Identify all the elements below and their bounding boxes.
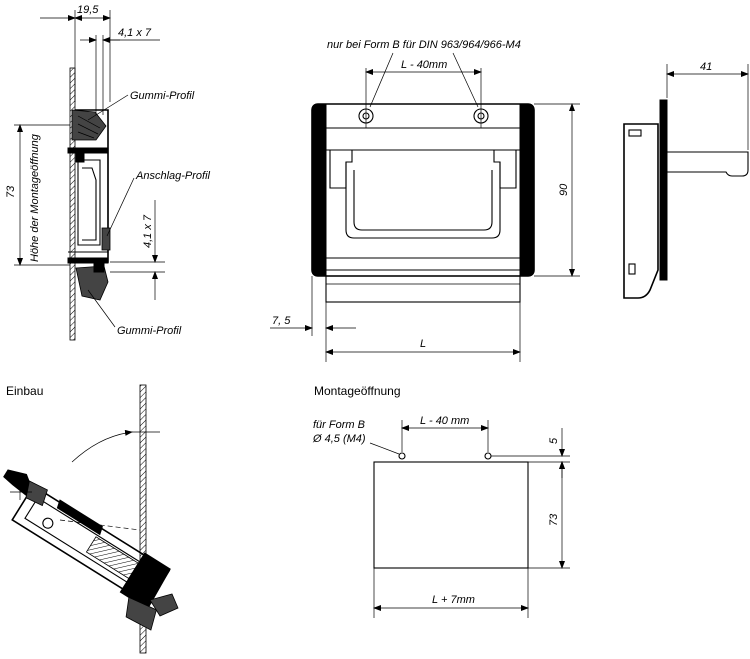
opening-height-label: Höhe der Montageöffnung	[29, 133, 41, 262]
housing-bottom-flange	[67, 257, 109, 264]
dim-height-label: 73	[5, 185, 17, 198]
handle-bow-outer	[345, 162, 501, 239]
rubber-profile-top	[71, 109, 107, 141]
hinge-pin	[75, 151, 85, 163]
dim-hole-offset-label: 5	[548, 437, 560, 444]
cutout-hole-left	[398, 452, 406, 460]
dim-hole-spacing-label: L - 40mm	[401, 59, 447, 71]
dim-profile-side-label: 4,1 x 7	[142, 214, 154, 248]
installation-rubber	[149, 593, 179, 617]
dim-length-label: L	[420, 338, 426, 350]
right-view-handle	[667, 151, 749, 177]
dim-front-height-label: 90	[558, 183, 570, 196]
right-view-body	[623, 123, 659, 299]
leader-rubber-bottom	[87, 289, 116, 328]
form-b-label: für Form B	[313, 419, 365, 431]
mounting-opening-view: Montageöffnung für Form B Ø 4,5 (M4) L -…	[312, 384, 570, 618]
side-section-view: 19,5 4,1 x 7 73 Höhe der Montageöffnung …	[5, 4, 211, 341]
left-end-cap	[311, 103, 327, 277]
handle-left-lug	[329, 150, 353, 189]
right-end-cap	[519, 103, 535, 277]
front-view: nur bei Form B für DIN 963/964/966-M4 L …	[270, 39, 580, 362]
bottom-trim	[325, 275, 521, 303]
installation-wall	[139, 384, 147, 654]
handle-bow-inner	[353, 170, 493, 231]
cutout-rectangle	[373, 461, 529, 569]
rubber-profile-bottom-label: Gummi-Profil	[117, 325, 182, 337]
leader-stop-profile	[106, 177, 135, 237]
leader-rubber-top	[87, 94, 129, 121]
stop-profile	[101, 227, 111, 251]
rubber-profile-top-label: Gummi-Profil	[130, 90, 195, 102]
front-frame	[311, 103, 535, 277]
installation-title: Einbau	[6, 384, 43, 398]
rotation-arrow	[71, 429, 133, 463]
right-view-plate	[659, 99, 668, 281]
housing-top-flange	[67, 147, 109, 154]
cutout-hole-right	[484, 452, 492, 460]
dim-width-label: 19,5	[77, 4, 99, 16]
mounting-opening-title: Montageöffnung	[314, 384, 401, 398]
stop-profile-label: Anschlag-Profil	[135, 170, 211, 182]
form-b-note: nur bei Form B für DIN 963/964/966-M4	[327, 39, 521, 51]
installation-view: Einbau	[3, 384, 179, 654]
dim-depth-label: 41	[700, 61, 712, 73]
dim-profile-top-label: 4,1 x 7	[118, 27, 152, 39]
handle-bow	[82, 167, 97, 241]
right-side-view: 41	[623, 61, 749, 299]
hole-diameter-label: Ø 4,5 (M4)	[312, 433, 366, 445]
handle-cavity	[77, 159, 101, 246]
dim-cutout-width-label: L + 7mm	[432, 594, 475, 606]
panel-wall	[69, 67, 76, 341]
handle-right-lug	[493, 150, 517, 189]
dim-cutout-hole-spacing-label: L - 40 mm	[420, 415, 469, 427]
dim-offset-label: 7, 5	[272, 315, 291, 327]
dim-cutout-height-label: 73	[548, 513, 560, 526]
